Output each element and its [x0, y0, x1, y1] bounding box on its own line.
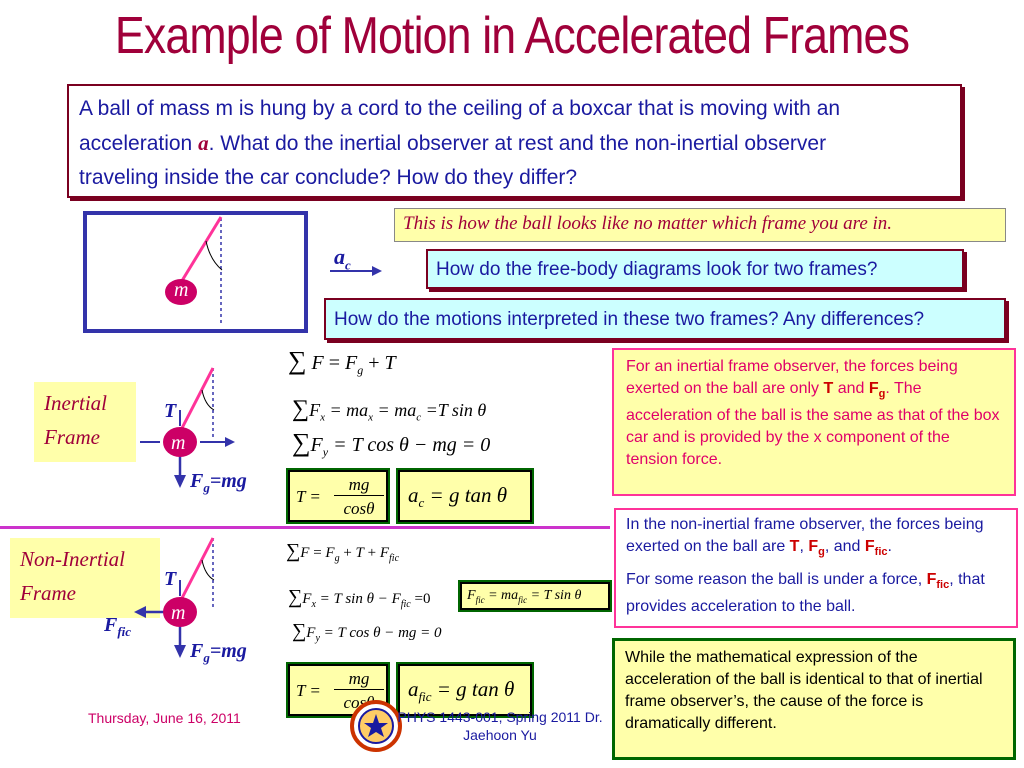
boxcar-outline [83, 211, 308, 333]
inertial-vector-eq: ∑ F = Fg + T [288, 346, 396, 377]
noninertial-gravity-label: Fg=mg [190, 640, 247, 665]
problem-line-1: A ball of mass m is hung by a cord to th… [79, 97, 841, 120]
noninertial-y-eq: ∑Fy = T cos θ − mg = 0 [292, 620, 442, 644]
ball-note: This is how the ball looks like no matte… [394, 208, 1006, 242]
problem-line-3: traveling inside the car conclude? How d… [79, 166, 578, 189]
question-motions: How do the motions interpreted in these … [324, 298, 1006, 340]
noninertial-ball [163, 597, 197, 627]
boxcar-mass-label: m [174, 279, 189, 301]
inertial-ball [163, 427, 197, 457]
noninertial-accel-eq: afic = g tan θ [396, 662, 534, 718]
inertial-y-eq: ∑Fy = T cos θ − mg = 0 [292, 428, 491, 459]
inertial-x-eq: ∑Fx = max = mac =T sin θ [292, 396, 487, 424]
footer-date: Thursday, June 16, 2011 [88, 710, 241, 726]
accel-symbol: a [198, 131, 209, 155]
cord [178, 216, 223, 285]
problem-line-2: acceleration a. What do the inertial obs… [79, 131, 827, 155]
noninertial-fic-eq: Ffic = mafic = T sin θ [458, 580, 612, 612]
inertial-tension-label: T [164, 400, 177, 422]
boxcar-accel-label: ac [334, 244, 351, 273]
noninertial-frame-label: Non-Inertial Frame [10, 538, 160, 618]
noninertial-vector-eq: ∑F = Fg + T + Ffic [286, 540, 400, 564]
angle-arc [205, 240, 223, 271]
boxcar-diagram [83, 211, 382, 333]
university-seal-icon [350, 700, 402, 752]
noninertial-fic-label: Ffic [104, 614, 132, 639]
noninertial-x-eq: ∑Fx = T sin θ − Ffic =0 [288, 586, 431, 610]
question-fbd: How do the free-body diagrams look for t… [426, 249, 964, 289]
inertial-explanation: For an inertial frame observer, the forc… [612, 348, 1016, 496]
accel-arrowhead [372, 266, 382, 276]
inertial-frame-label: Inertial Frame [34, 382, 136, 462]
footer-course: PHYS 1443-001, Spring 2011 Dr. Jaehoon Y… [397, 709, 603, 743]
inertial-tension-eq: T = mg cosθ [286, 468, 390, 524]
noninertial-mass-label: m [171, 602, 186, 624]
frame-divider [0, 526, 610, 529]
conclusion-box: While the mathematical expression of the… [612, 638, 1016, 760]
inertial-gravity-label: Fg=mg [190, 470, 247, 495]
ball [165, 279, 197, 305]
inertial-mass-label: m [171, 432, 186, 454]
problem-statement: A ball of mass m is hung by a cord to th… [67, 84, 962, 198]
noninertial-explanation: In the non-inertial frame observer, the … [614, 508, 1018, 628]
inertial-accel-eq: ac = g tan θ [396, 468, 534, 524]
noninertial-tension-label: T [164, 568, 177, 590]
noninertial-fbd [134, 537, 215, 658]
inertial-fbd [140, 367, 235, 488]
page-title: Example of Motion in Accelerated Frames [114, 7, 910, 65]
